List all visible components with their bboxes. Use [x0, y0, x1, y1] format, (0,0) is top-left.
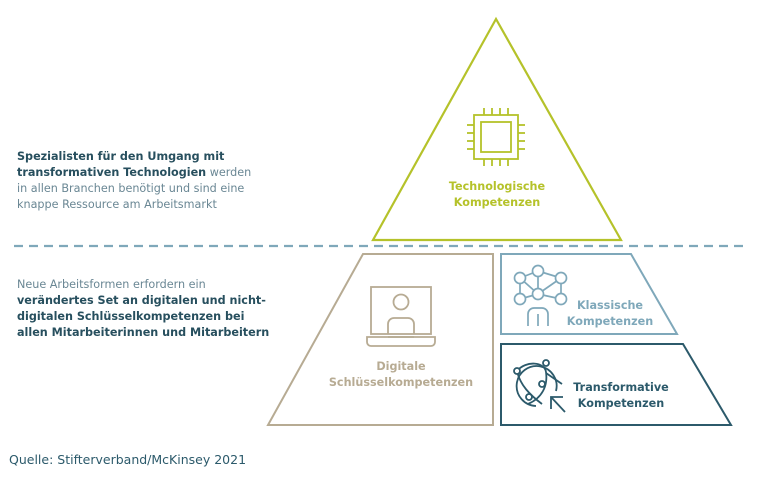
text-bold: verändertes Set an digitalen und nicht-	[17, 294, 266, 307]
digitale-label-line1: Digitale	[376, 360, 426, 373]
technologische-label-line1: Technologische	[449, 180, 546, 193]
transformative-label-line1: Transformative	[573, 381, 669, 394]
klassische-label-line1: Klassische	[577, 299, 643, 312]
text-regular: Neue Arbeitsformen erfordern ein	[17, 278, 206, 291]
digitale-label-line2: Schlüsselkompetenzen	[329, 376, 473, 389]
transformative-trapezoid	[500, 343, 733, 426]
technologische-label-line2: Kompetenzen	[454, 196, 540, 209]
source-citation: Quelle: Stifterverband/McKinsey 2021	[9, 452, 247, 467]
text-schluessel-description: Neue Arbeitsformen erfordern ein verände…	[17, 277, 292, 341]
transformative-label-line2: Kompetenzen	[578, 397, 664, 410]
text-bold: transformativen Technologien	[17, 166, 207, 179]
globe-cursor-icon	[513, 359, 566, 413]
text-bold: allen Mitarbeiterinnen und Mitarbeitern	[17, 326, 270, 339]
laptop-person-icon	[366, 286, 436, 347]
klassische-label-line2: Kompetenzen	[567, 315, 653, 328]
chip-icon	[467, 108, 525, 166]
text-regular: in allen Branchen benötigt und sind eine	[17, 182, 245, 195]
digitale-trapezoid	[266, 253, 494, 426]
text-bold: digitalen Schlüsselkompetenzen bei	[17, 310, 245, 323]
klassische-trapezoid	[500, 253, 679, 335]
network-person-icon	[513, 264, 568, 326]
technologische-triangle	[371, 16, 623, 242]
text-regular: werden	[206, 166, 252, 179]
text-bold: Spezialisten für den Umgang mit	[17, 150, 225, 163]
text-regular: knappe Ressource am Arbeitsmarkt	[17, 198, 217, 211]
text-technologische-description: Spezialisten für den Umgang mit transfor…	[17, 149, 287, 213]
